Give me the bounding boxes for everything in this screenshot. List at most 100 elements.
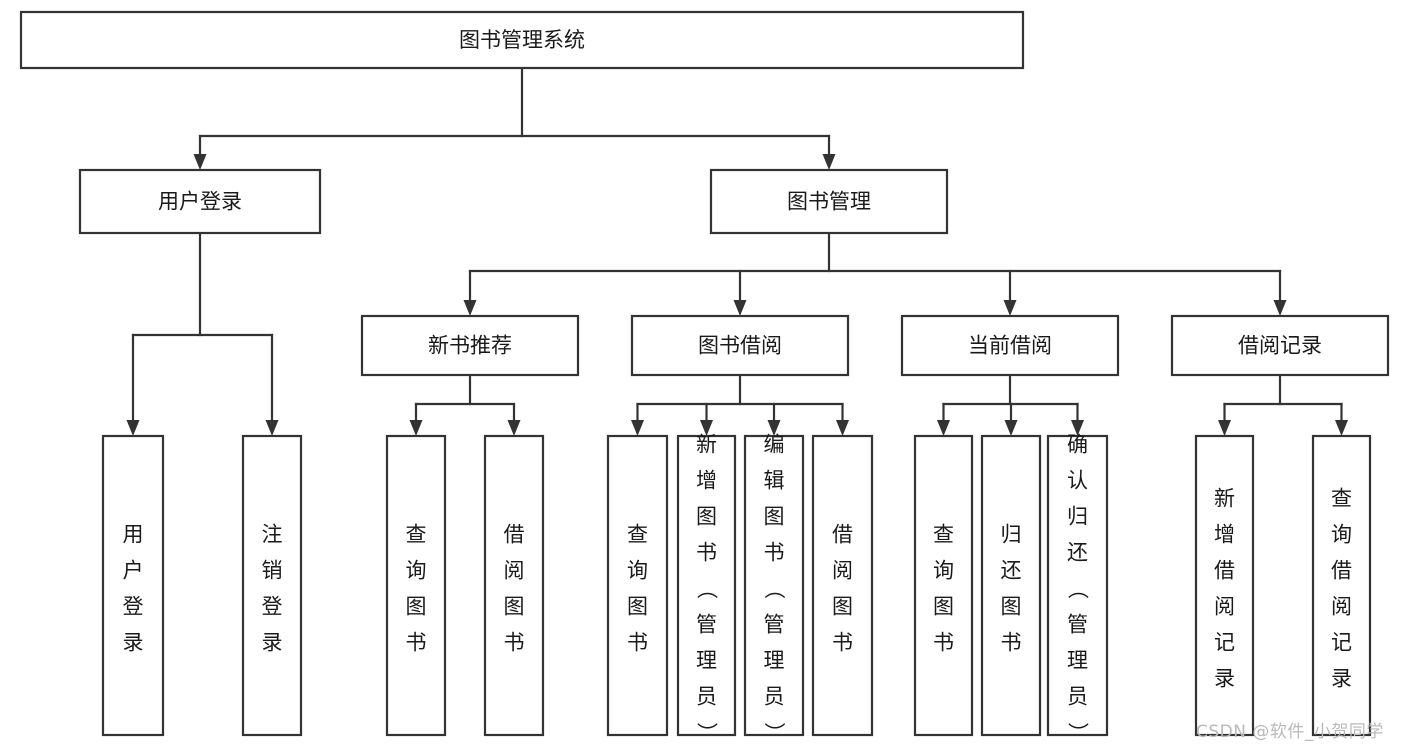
node-label-char: 销	[262, 559, 283, 583]
node-label-char: 登	[123, 595, 144, 619]
arrow-head-icon	[193, 154, 207, 170]
node-label-char: ）	[695, 722, 719, 743]
node-bookmgmt[interactable]: 图书管理	[709, 168, 949, 235]
node-label-char: 图	[1001, 595, 1022, 619]
node-box	[360, 314, 580, 377]
node-label-char: 理	[1067, 649, 1088, 673]
arrow-head-icon	[767, 420, 781, 436]
node-label-char: 确	[1067, 433, 1088, 457]
node-label-char: 书	[504, 631, 525, 655]
arrow-head-icon	[733, 300, 747, 316]
node-label-char: （	[695, 578, 719, 599]
node-label-char: 借	[1214, 559, 1235, 583]
arrow-head-icon	[700, 420, 713, 436]
node-label-char: 图	[406, 595, 427, 619]
node-box	[913, 434, 974, 737]
node-box	[241, 434, 303, 737]
arrow-head-icon	[1003, 300, 1017, 316]
node-label-char: 还	[1067, 541, 1088, 565]
node-label-char: 借	[832, 523, 853, 547]
node-label-char: 新	[1214, 487, 1235, 511]
node-label-char: 图	[933, 595, 954, 619]
node-label-char: 阅	[1331, 595, 1352, 619]
node-label-char: 图	[627, 595, 648, 619]
node-label-char: 认	[1067, 469, 1088, 493]
node-box	[483, 434, 545, 737]
node-label-char: 询	[1331, 523, 1352, 547]
node-label-char: 书	[933, 631, 954, 655]
node-label-char: 管	[696, 613, 717, 637]
node-borrow[interactable]: 图书借阅	[630, 314, 850, 377]
node-newbooks[interactable]: 新书推荐	[360, 314, 580, 377]
csdn-watermark: CSDN @软件_小贺同学	[1196, 722, 1384, 742]
node-box	[980, 434, 1042, 737]
node-label-char: 增	[696, 469, 717, 493]
node-label-char: 借	[1331, 559, 1352, 583]
node-label-char: 户	[123, 559, 144, 583]
node-label-char: 辑	[764, 469, 785, 493]
node-label-char: 图	[696, 505, 717, 529]
node-login[interactable]: 用户登录	[78, 168, 322, 235]
node-label-char: 询	[627, 559, 648, 583]
arrow-head-icon	[1218, 420, 1231, 436]
node-label-char: 书	[627, 631, 648, 655]
node-label-char: （	[762, 578, 786, 599]
node-label-char: 询	[406, 559, 427, 583]
node-label-char: 归	[1001, 523, 1022, 547]
node-label-char: 员	[764, 685, 785, 709]
node-label-char: 用	[123, 523, 144, 547]
node-layer: 图书管理系统用户登录图书管理新书推荐图书借阅当前借阅借阅记录用户登录注销登录查询…	[19, 10, 1390, 744]
node-label-char: 查	[1331, 487, 1352, 511]
node-l-login[interactable]: 用户登录	[101, 434, 165, 737]
node-label-char: 员	[1067, 685, 1088, 709]
node-root[interactable]: 图书管理系统	[19, 10, 1025, 70]
node-current[interactable]: 当前借阅	[900, 314, 1120, 377]
node-label-char: 阅	[1214, 595, 1235, 619]
node-label-char: 新	[696, 433, 717, 457]
node-records[interactable]: 借阅记录	[1170, 314, 1390, 377]
arrow-head-icon	[409, 420, 423, 436]
node-label-char: 书	[764, 541, 785, 565]
node-label-char: 增	[1214, 523, 1235, 547]
node-label-char: 管	[1067, 613, 1088, 637]
node-label-char: 查	[933, 523, 954, 547]
node-label-char: 还	[1001, 559, 1022, 583]
node-box	[1194, 434, 1255, 737]
arrow-head-icon	[265, 420, 279, 436]
node-label-char: 书	[696, 541, 717, 565]
arrow-head-icon	[1004, 420, 1018, 436]
node-box	[630, 314, 850, 377]
node-label-char: 录	[262, 631, 283, 655]
node-label-char: 图	[764, 505, 785, 529]
node-label-char: ）	[1066, 722, 1090, 743]
node-label-char: 书	[406, 631, 427, 655]
node-box	[900, 314, 1120, 377]
node-label-char: 录	[1331, 667, 1352, 691]
node-label-char: 录	[123, 631, 144, 655]
edge-layer	[126, 66, 1348, 436]
node-label-char: 借	[504, 523, 525, 547]
node-label-char: 管	[764, 613, 785, 637]
node-box	[743, 434, 805, 737]
node-label-char: 阅	[504, 559, 525, 583]
node-label: 借阅记录	[1238, 334, 1322, 358]
node-label-char: （	[1066, 578, 1090, 599]
node-box	[19, 10, 1025, 70]
node-box	[606, 434, 669, 737]
arrow-head-icon	[507, 420, 521, 436]
node-label-char: 员	[696, 685, 717, 709]
arrow-head-icon	[463, 300, 477, 316]
